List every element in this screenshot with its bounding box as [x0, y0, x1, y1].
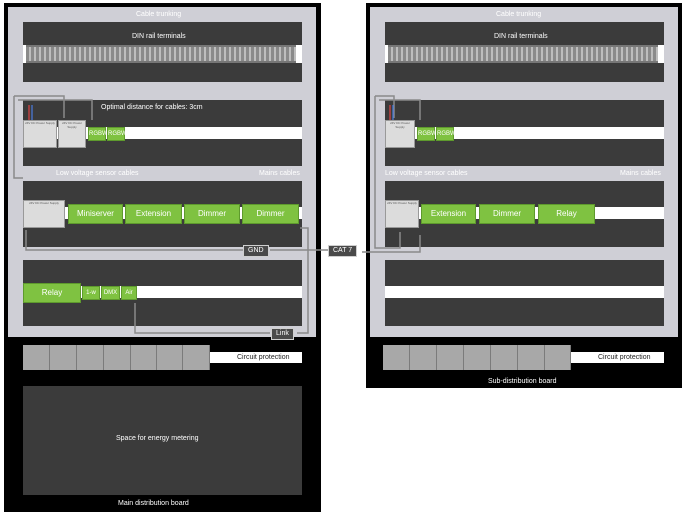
main-module-extension: Extension — [125, 204, 182, 224]
sub-breaker — [464, 345, 491, 370]
sub-module-relay: Relay — [538, 204, 595, 224]
main-module-dmx: DMX — [101, 286, 120, 300]
main-mains-label: Mains cables — [259, 170, 300, 177]
main-psu-1: 24V DC Power Supply — [23, 120, 57, 148]
sub-psu-2: 24V DC Power Supply — [385, 200, 419, 228]
sub-breaker — [383, 345, 410, 370]
main-breaker — [131, 345, 157, 370]
sub-rgbw-2: RGBW — [436, 127, 456, 141]
main-breaker — [104, 345, 131, 370]
main-breaker — [77, 345, 104, 370]
sub-breaker — [518, 345, 545, 370]
sub-din-rail-2 — [385, 127, 664, 139]
sub-breaker — [410, 345, 437, 370]
gnd-tag: GND — [243, 245, 269, 257]
sub-breaker — [545, 345, 571, 370]
main-module-dimmer-2: Dimmer — [242, 204, 299, 224]
main-rgbw-2: RGBW — [107, 127, 127, 141]
main-psu-3: 24V DC Power Supply — [23, 200, 65, 228]
sub-module-dimmer: Dimmer — [479, 204, 535, 224]
main-board-caption: Main distribution board — [118, 500, 189, 507]
sub-circuit-rail — [571, 352, 664, 363]
cat7-tag: CAT 7 — [328, 245, 358, 257]
main-circuit-protection-label: Circuit protection — [237, 354, 290, 361]
main-breaker — [23, 345, 50, 370]
main-breaker — [50, 345, 77, 370]
sub-board-caption: Sub-distribution board — [488, 378, 557, 385]
main-module-air: Air — [121, 286, 137, 300]
sub-trunking-label: Cable trunking — [496, 11, 542, 18]
sub-module-extension: Extension — [421, 204, 476, 224]
sub-din-rail-4 — [385, 286, 664, 298]
main-rgbw-1: RGBW — [88, 127, 108, 141]
sub-terminals-label: DIN rail terminals — [494, 33, 548, 40]
main-breaker — [157, 345, 183, 370]
main-module-relay: Relay — [23, 283, 81, 303]
main-module-1w: 1-w — [82, 286, 100, 300]
main-terminal-block — [26, 45, 296, 63]
main-circuit-rail — [210, 352, 302, 363]
main-terminals-label: DIN rail terminals — [132, 33, 186, 40]
main-psu-2: 24V DC Power Supply — [58, 120, 86, 148]
sub-breaker — [437, 345, 464, 370]
main-trunking-label: Cable trunking — [136, 11, 182, 18]
sub-terminal-block — [388, 45, 658, 63]
sub-circuit-protection-label: Circuit protection — [598, 354, 651, 361]
sub-psu-1: 24V DC Power Supply — [385, 120, 415, 148]
sub-rgbw-1: RGBW — [417, 127, 437, 141]
main-optimal-distance-label: Optimal distance for cables: 3cm — [101, 104, 203, 111]
main-module-miniserver: Miniserver — [68, 204, 123, 224]
main-module-dimmer-1: Dimmer — [184, 204, 240, 224]
link-tag: Link — [271, 328, 294, 340]
sub-low-voltage-label: Low voltage sensor cables — [385, 170, 468, 177]
main-breaker — [183, 345, 210, 370]
main-energy-label: Space for energy metering — [116, 435, 199, 442]
sub-breaker — [491, 345, 518, 370]
main-low-voltage-label: Low voltage sensor cables — [56, 170, 139, 177]
sub-mains-label: Mains cables — [620, 170, 661, 177]
main-energy-metering-area — [23, 386, 302, 495]
